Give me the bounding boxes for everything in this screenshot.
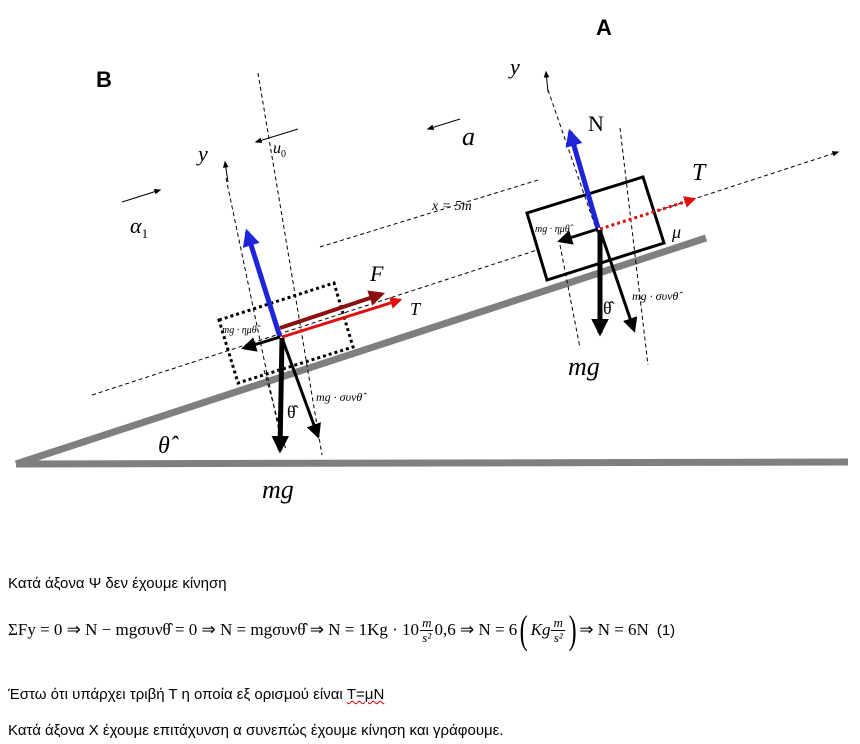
alpha1-arrow [121, 189, 162, 203]
label-y-a: y [508, 54, 520, 79]
incline [14, 234, 849, 468]
y-axis-b [223, 160, 229, 183]
mgsin-b [241, 335, 281, 352]
friction-formula: T=μN [346, 686, 385, 703]
eq-frac1-num: m [420, 614, 434, 631]
mgsin-a [557, 227, 599, 245]
eq-paren-close: ) [568, 607, 577, 652]
mgcos-a [598, 229, 638, 333]
label-t-a: T [692, 160, 707, 186]
label-mgcos-a: mg · συνθ̂ [632, 289, 683, 303]
eq-frac2-den: s² [553, 629, 563, 645]
physics-diagram: A B y y N T T F μ a α1 u0 x = 5m mg mg θ… [14, 15, 849, 504]
label-theta-b: θ̂ [287, 402, 299, 422]
eq-frac-1: m s² [420, 614, 434, 645]
a-arrow [426, 118, 461, 131]
mgcos-b [280, 337, 321, 439]
normal-force-b [242, 228, 283, 338]
label-mg-b: mg [262, 475, 294, 504]
label-b: B [96, 67, 112, 92]
guides-b [225, 72, 323, 456]
label-y-b: y [196, 141, 208, 166]
distance-line [319, 179, 539, 248]
eq-mid: 0,6 ⇒ N = 6 [434, 620, 518, 639]
label-theta-base: θ̂ [158, 433, 179, 459]
eq-frac-2: m s² [551, 614, 565, 645]
y-axis-a [543, 70, 550, 93]
friction-statement: Έστω ότι υπάρχει τριβή Τ η οποία εξ ορισ… [8, 686, 384, 703]
label-mgsin-a: mg · ημθ̂ [535, 224, 574, 235]
weight-b [271, 337, 289, 454]
label-mgsin-b: mg · ημθ̂ [222, 325, 261, 336]
label-distance: x = 5m [431, 199, 472, 214]
eq-frac2-num: m [551, 614, 565, 631]
applied-force-b [279, 290, 386, 330]
label-f: F [369, 261, 384, 286]
tension-b [281, 297, 403, 339]
label-t-b: T [410, 299, 422, 319]
label-mg-a: mg [568, 352, 600, 381]
x-axis-dashed [91, 151, 840, 396]
eq-end: ⇒ N = 6N [579, 620, 649, 639]
eq-frac1-den: s² [422, 629, 432, 645]
friction-text: Έστω ότι υπάρχει τριβή Τ η οποία εξ ορισ… [8, 686, 347, 703]
label-mu: μ [671, 222, 681, 242]
label-n: N [588, 111, 604, 136]
tension-a [599, 196, 697, 231]
eq-sum: ΣFy = 0 ⇒ N − mgσυνθ̂ = 0 ⇒ N = mgσυνθ̂ … [8, 620, 420, 639]
label-alpha1: α1 [130, 213, 148, 241]
x-axis-statement: Κατά άξονα Χ έχουμε επιτάχυνση α συνεπώς… [8, 722, 504, 739]
label-mgcos-b: mg · συνθ̂ [316, 390, 367, 404]
label-theta-a: θ̂ [603, 298, 615, 318]
eq-paren-open: ( [519, 607, 528, 652]
u0-arrow [254, 128, 299, 144]
normal-force-a [565, 128, 601, 229]
label-u0: u0 [273, 140, 286, 160]
equation-sum-fy: ΣFy = 0 ⇒ N − mgσυνθ̂ = 0 ⇒ N = mgσυνθ̂ … [8, 610, 675, 650]
label-a: A [596, 15, 612, 40]
eq-number: (1) [656, 621, 676, 639]
eq-kg: Kg [530, 620, 551, 639]
label-a-accel: a [462, 122, 475, 151]
guides-a [547, 89, 649, 366]
y-axis-statement: Κατά άξονα Ψ δεν έχουμε κίνηση [8, 575, 227, 592]
